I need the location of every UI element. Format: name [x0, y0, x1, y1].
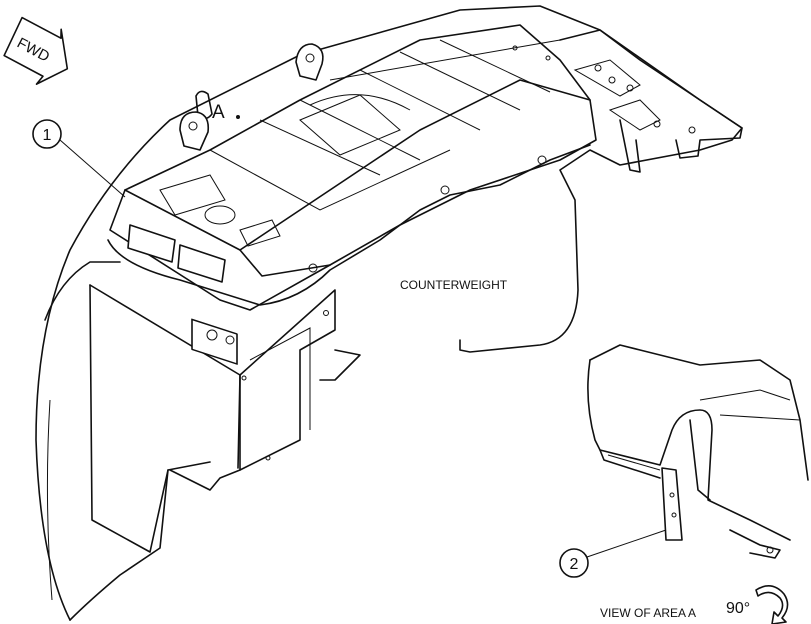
area-a-label: A: [212, 102, 225, 123]
rear-bracket: [512, 29, 743, 173]
rotation-arrow-icon: [755, 585, 789, 624]
counterweight-shell: [35, 5, 743, 621]
callout-1: 1: [32, 119, 126, 198]
detail-view-area-a: [587, 344, 809, 559]
callout-2: 2: [559, 529, 667, 578]
lifting-eye-1: [179, 111, 210, 151]
fwd-arrow-icon: FWD: [3, 16, 69, 85]
top-housing: [107, 24, 597, 311]
lower-bracket: [89, 284, 361, 553]
rotation-label: 90°: [726, 600, 750, 617]
counterweight-label: COUNTERWEIGHT: [400, 278, 508, 292]
callout-1-number: 1: [43, 127, 52, 144]
lifting-eye-2: [295, 43, 324, 81]
view-caption: VIEW OF AREA A: [600, 606, 696, 620]
callout-2-number: 2: [570, 556, 579, 573]
